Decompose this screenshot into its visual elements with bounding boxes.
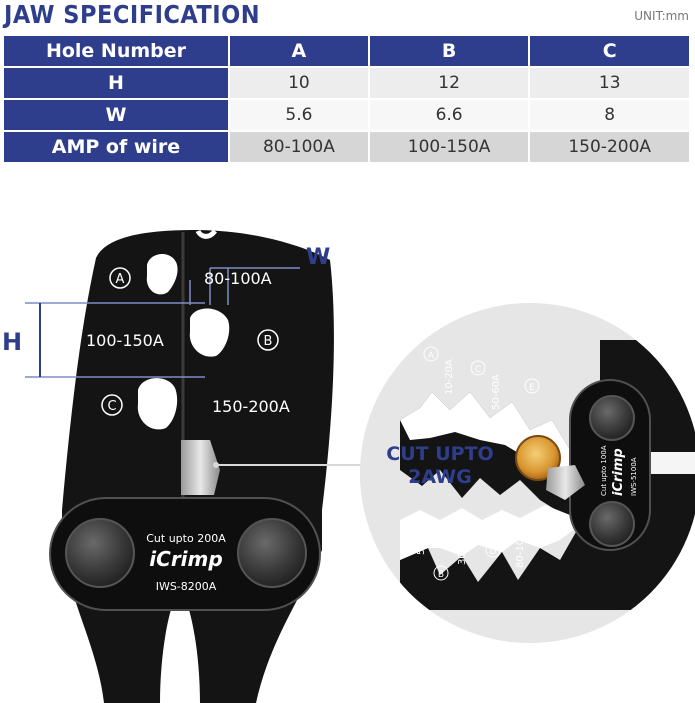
callout-letter-e: E (529, 383, 535, 393)
jaw-notch (195, 229, 217, 239)
table-row: W 5.6 6.6 8 (4, 100, 689, 130)
callout-letter-d: D (490, 547, 497, 557)
brand-logo: iCrimp (149, 547, 222, 571)
hole-a-shape (146, 254, 178, 295)
table-cell: 6.6 (369, 100, 529, 130)
callout-tool-cut-capacity: Cut upto 100A (600, 445, 608, 496)
row-label: AMP of wire (4, 132, 228, 162)
callout-c-badge-icon (470, 360, 486, 376)
callout-leader-dot (213, 462, 219, 468)
page-title: JAW SPECIFICATION (4, 0, 261, 29)
table-cell: 150-200A (530, 132, 689, 162)
row-label: W (4, 100, 228, 130)
callout-a-badge-icon (423, 346, 439, 362)
callout-range-80-100: 80-100A (515, 526, 526, 568)
callout-range-5a: 5A (416, 542, 427, 555)
cut-capacity-line1: CUT UPTO (386, 443, 493, 465)
callout-tool-model: IWS-5100A (630, 457, 638, 496)
callout-d-badge-icon (485, 542, 501, 558)
hole-b-range: 100-150A (86, 331, 164, 350)
callout-bottom-bolt-icon (589, 501, 635, 547)
cutting-blade (181, 440, 220, 495)
hole-c-badge-icon (101, 394, 123, 416)
callout-top-bolt-icon (589, 395, 635, 441)
h-dimension-label: H (2, 328, 22, 356)
callout-letter-c: C (475, 365, 481, 375)
callout-letter-b: B (438, 570, 444, 580)
hole-c-shape (137, 378, 178, 430)
table-cell: 10 (230, 68, 368, 98)
table-cell: 12 (369, 68, 529, 98)
hole-c-range: 150-200A (212, 397, 290, 416)
table-cell: 80-100A (230, 132, 368, 162)
callout-teeth-bottom (400, 500, 590, 560)
spec-table: Hole Number A B C H 10 12 13 W 5.6 6.6 8… (2, 34, 691, 164)
callout-blade (546, 465, 585, 500)
hole-a-letter: A (116, 272, 125, 287)
callout-magnifier: CUT UPTO 2AWG A 10-20A C 50-60A E 5A B 3… (360, 303, 695, 643)
callout-handle (640, 452, 695, 474)
cut-capacity-line2: 2AWG (408, 466, 472, 488)
right-bolt-icon (237, 518, 307, 588)
table-row: H 10 12 13 (4, 68, 689, 98)
callout-letter-a: A (428, 351, 435, 361)
callout-range-10-20: 10-20A (444, 359, 455, 395)
callout-e-badge-icon (524, 378, 540, 394)
table-cell: 5.6 (230, 100, 368, 130)
callout-b-badge-icon (433, 565, 449, 581)
tool-illustration: A B C 80-100A 100-150A 150-200A W H Cut … (2, 229, 695, 703)
crimp-tool: A B C 80-100A 100-150A 150-200A W H Cut … (2, 229, 334, 703)
callout-brand-logo: iCrimp (611, 448, 626, 496)
table-cell: 8 (530, 100, 689, 130)
hole-a-badge-icon (109, 267, 131, 289)
header-cell: B (369, 36, 529, 66)
tool-cut-capacity: Cut upto 200A (146, 532, 226, 545)
table-cell: 100-150A (369, 132, 529, 162)
header-cell: Hole Number (4, 36, 228, 66)
hole-b-shape (189, 308, 230, 357)
header-cell: C (530, 36, 689, 66)
hole-b-badge-icon (257, 329, 279, 351)
hole-c-letter: C (107, 399, 116, 414)
unit-label: UNIT:mm (634, 9, 689, 23)
callout-range-30-40: 30-40A (457, 529, 468, 565)
hole-b-letter: B (264, 334, 273, 349)
table-row: AMP of wire 80-100A 100-150A 150-200A (4, 132, 689, 162)
w-dimension-label: W (306, 245, 330, 270)
header-cell: A (230, 36, 368, 66)
callout-range-50-60: 50-60A (491, 374, 502, 410)
left-bolt-icon (65, 518, 135, 588)
tool-model: IWS-8200A (156, 580, 217, 593)
row-label: H (4, 68, 228, 98)
table-header-row: Hole Number A B C (4, 36, 689, 66)
table-cell: 13 (530, 68, 689, 98)
hole-a-range: 80-100A (204, 269, 272, 288)
